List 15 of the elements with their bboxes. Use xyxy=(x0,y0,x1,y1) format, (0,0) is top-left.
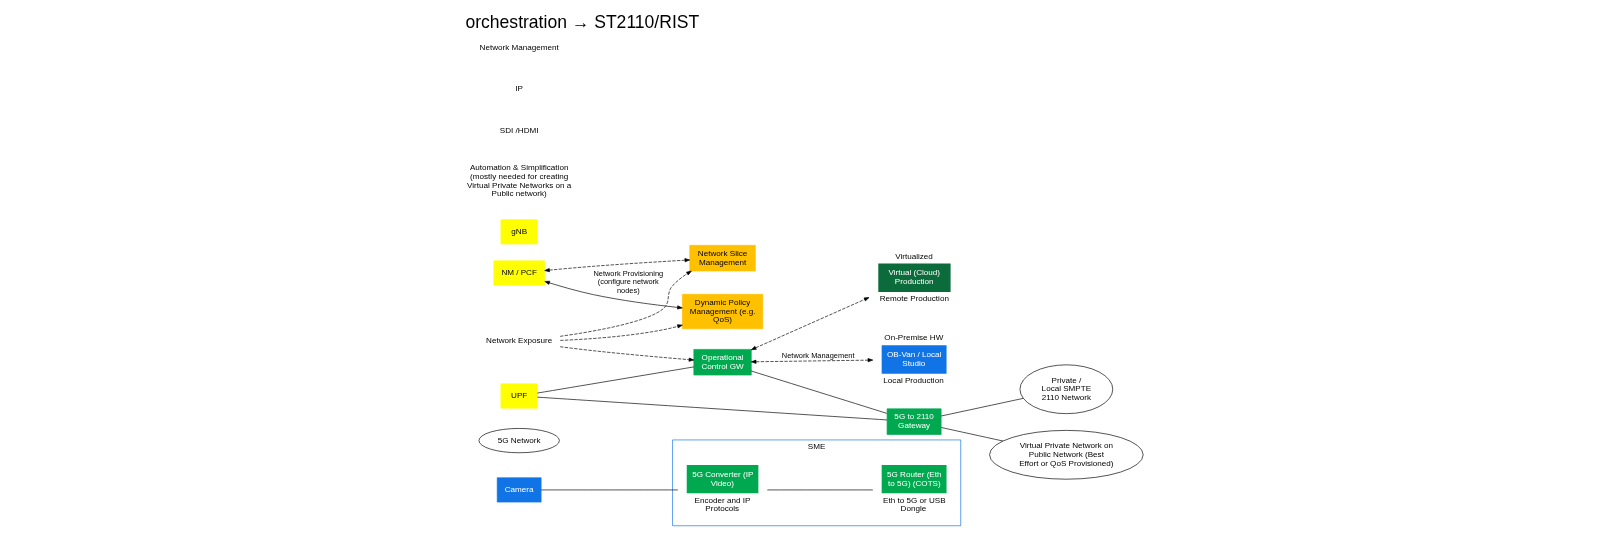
arrow xyxy=(559,346,695,362)
edge-label: Network Management xyxy=(781,351,855,361)
arrow xyxy=(559,324,683,341)
arrow xyxy=(750,297,870,351)
edge-label: Network Provisioning (configure network nodes) xyxy=(593,269,664,295)
arrow xyxy=(544,280,683,310)
connector xyxy=(750,370,888,414)
arrow xyxy=(544,258,690,273)
connector xyxy=(537,366,695,394)
connector xyxy=(940,398,1024,417)
diagram-title: orchestration → ST2110/RIST xyxy=(465,11,700,32)
connector xyxy=(537,396,888,421)
arrow xyxy=(559,270,692,337)
arrow xyxy=(750,358,874,364)
connector xyxy=(940,427,1004,442)
